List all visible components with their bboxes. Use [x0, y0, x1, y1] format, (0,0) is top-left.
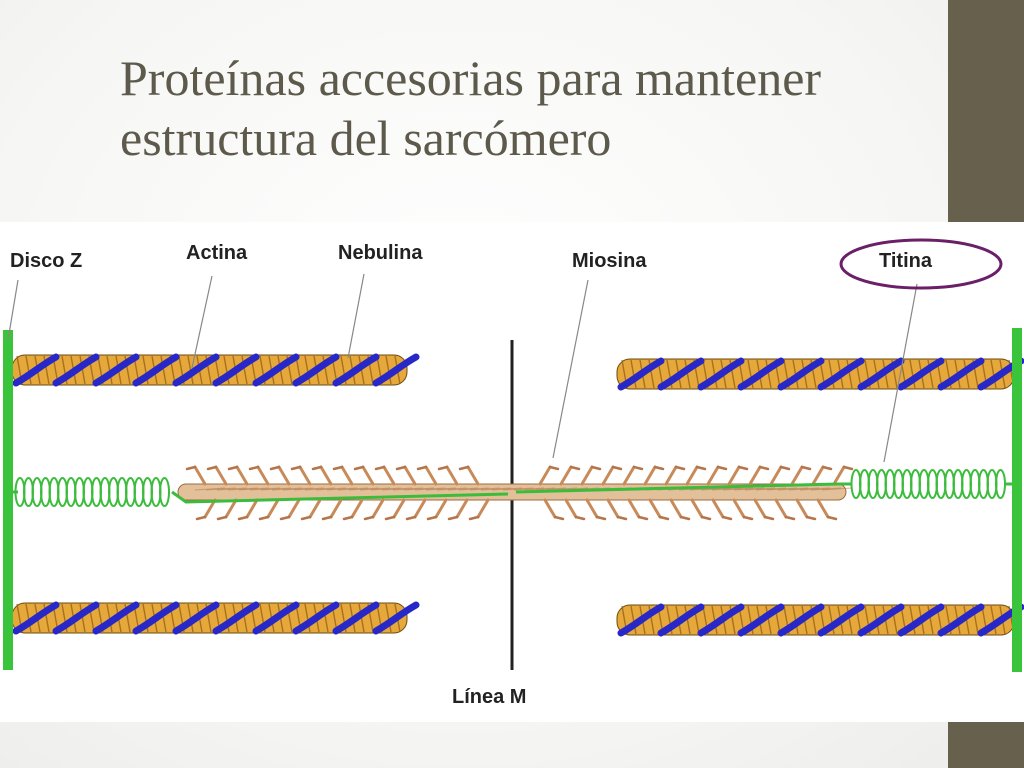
label-titina: Titina — [879, 250, 932, 272]
label-actina: Actina — [186, 242, 248, 264]
leader-miosina — [552, 279, 589, 459]
sarcomere-illustration — [3, 238, 1024, 672]
label-linea-m: Línea M — [452, 686, 527, 708]
actin-rope-bottom-left — [11, 601, 420, 635]
leader-lines — [7, 273, 918, 463]
titin-core-right — [515, 482, 852, 494]
titina-highlight-ring — [839, 238, 1003, 290]
label-disco-z: Disco Z — [10, 250, 83, 272]
actin-rope-top-right — [616, 357, 1024, 391]
titin-spring-right — [850, 469, 1006, 499]
slide-title: Proteínas accesorias para mantener estru… — [120, 48, 940, 168]
leader-nebulina — [347, 273, 365, 359]
title-line-1: Proteínas accesorias para mantener — [120, 50, 822, 106]
filament-layer — [3, 328, 1024, 672]
titin-spring-left — [14, 477, 170, 507]
leader-titina — [883, 283, 918, 463]
leader-actina — [191, 275, 213, 369]
titin-core-left — [171, 490, 509, 504]
actin-rope-top-left — [11, 353, 420, 387]
title-line-2: estructura del sarcómero — [120, 110, 612, 166]
actin-rope-bottom-right — [616, 603, 1024, 637]
label-nebulina: Nebulina — [338, 242, 423, 264]
myosin-thick-filament — [177, 465, 854, 521]
z-disc-left — [3, 330, 13, 670]
sarcomere-diagram: Disco Z Actina Nebulina Miosina Titina L… — [0, 222, 1024, 722]
leader-disco-z — [7, 279, 19, 341]
z-disc-right — [1012, 328, 1022, 672]
label-miosina: Miosina — [572, 250, 647, 272]
